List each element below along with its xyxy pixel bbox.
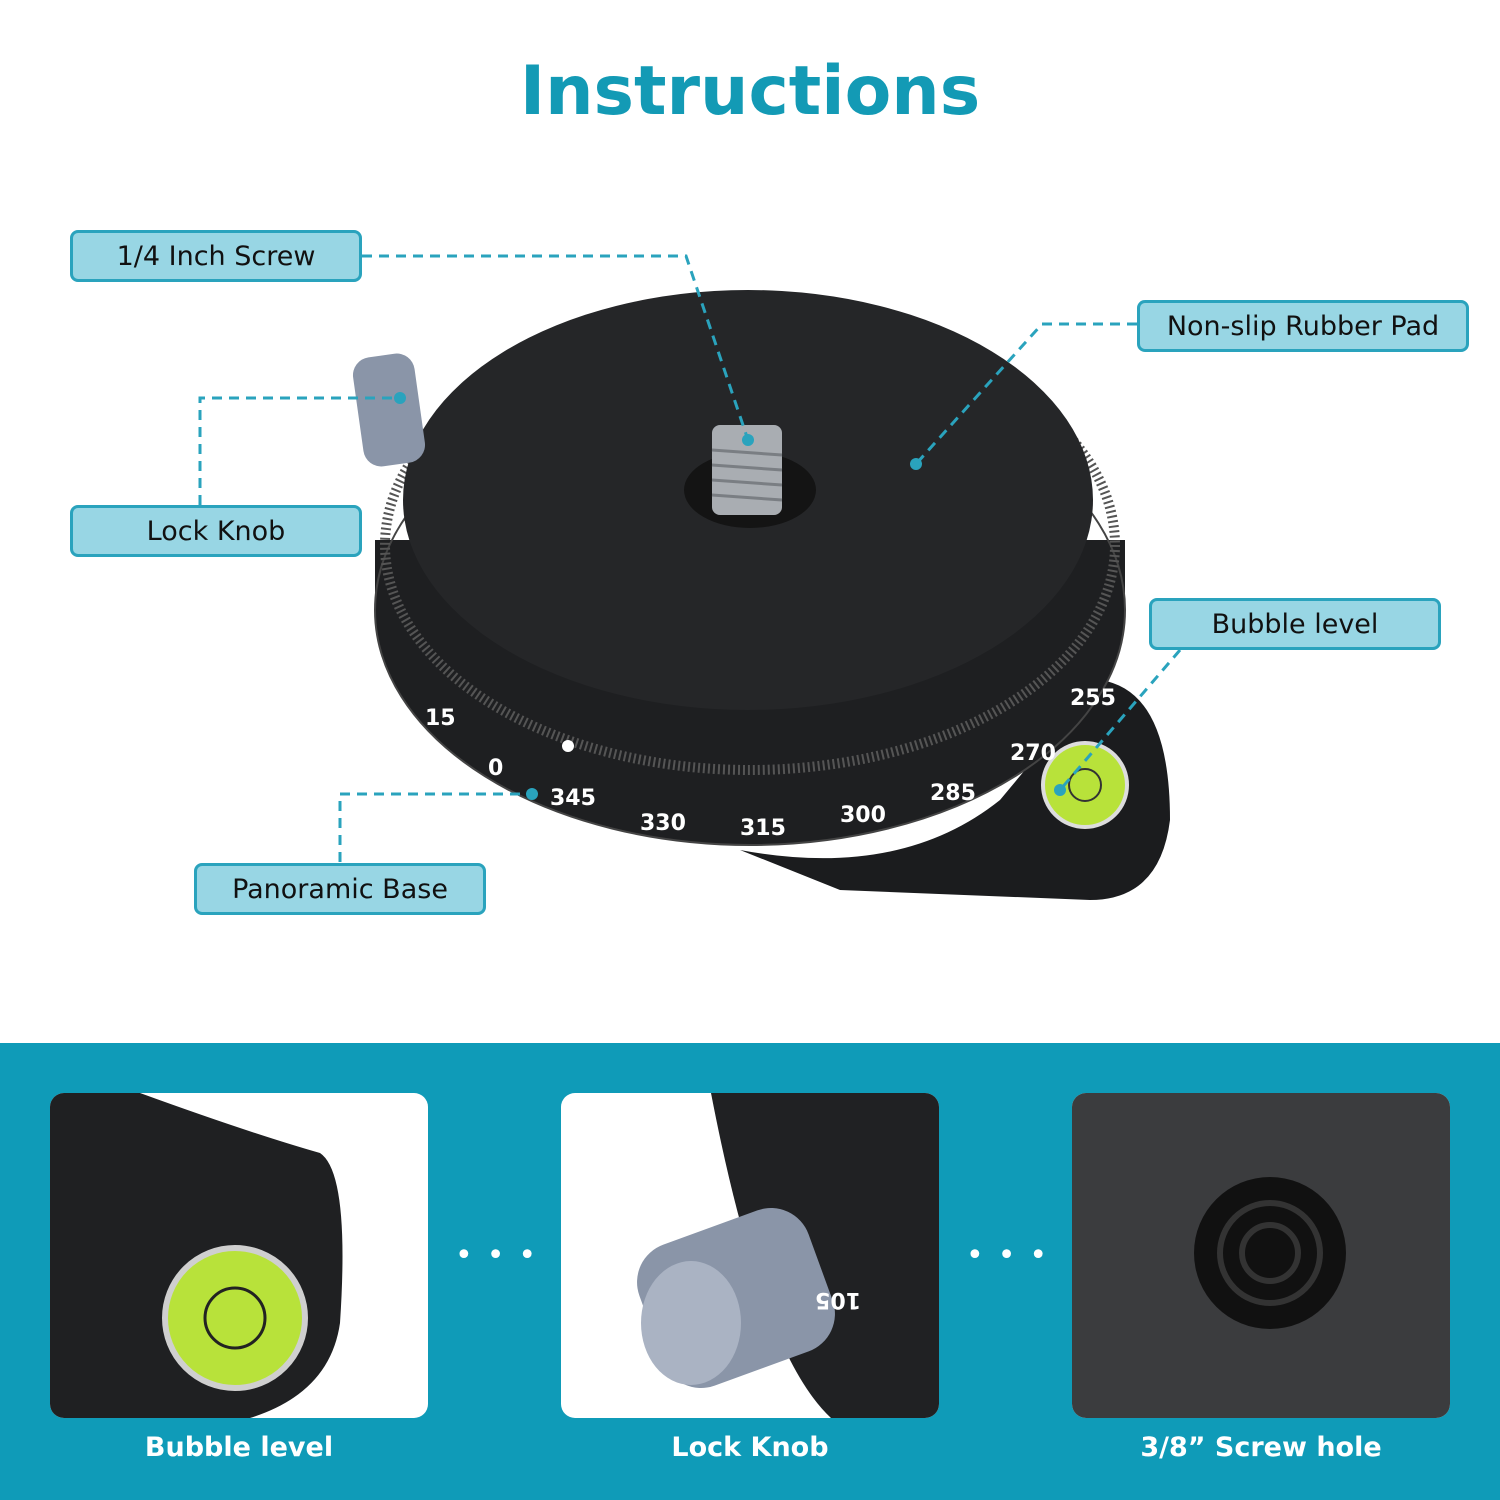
caption-screw-hole: 3/8” Screw hole [1140,1432,1382,1463]
dots-separator: ••• [966,1238,1062,1273]
product-illustration: 15 0 345 330 315 300 285 270 255 [198,254,1182,900]
dial-number: 345 [550,786,596,811]
detail-panel-bubble-level [50,1093,428,1418]
callout-rubber-pad: Non-slip Rubber Pad [1137,300,1469,352]
bubble-level [1041,741,1129,829]
dial-number: 105 [815,1287,861,1312]
dial-number: 285 [930,781,976,806]
leader-line-pad [914,322,1137,466]
leader-line-screw [362,254,750,441]
dial-number: 270 [1010,741,1056,766]
callout-lock-knob: Lock Knob [70,505,362,557]
dial-number: 300 [840,803,886,828]
quarter-inch-screw [712,425,782,515]
dial-number: 15 [425,706,456,731]
detail-panel-lock-knob: 105 [561,1093,939,1418]
dial-number: 330 [640,811,686,836]
detail-panel-screw-hole [1072,1093,1450,1418]
dial-number: 315 [740,816,786,841]
callout-screw: 1/4 Inch Screw [70,230,362,282]
leader-line-base [338,792,532,862]
caption-lock-knob: Lock Knob [671,1432,829,1463]
leader-line-bubble [1058,649,1182,791]
page-title: Instructions [519,52,981,131]
lock-knob [352,353,426,467]
leader-line-knob [198,396,400,505]
dial-number: 255 [1070,686,1116,711]
caption-bubble-level: Bubble level [144,1432,334,1463]
callout-panoramic-base: Panoramic Base [194,863,486,915]
dots-separator: ••• [455,1238,551,1273]
callout-bubble-level: Bubble level [1149,598,1441,650]
dial-number: 0 [488,756,503,781]
